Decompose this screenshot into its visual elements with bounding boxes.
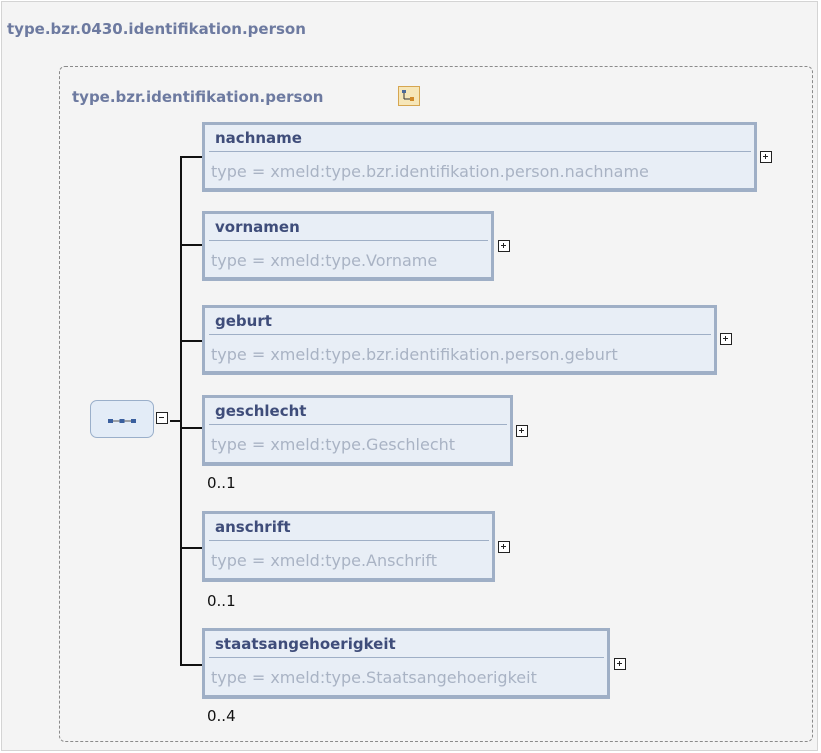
element-divider bbox=[209, 334, 711, 335]
element-nachname[interactable]: nachname type = xmeld:type.bzr.identifik… bbox=[202, 122, 757, 192]
complex-type-title: type.bzr.identifikation.person bbox=[72, 88, 324, 106]
expand-vornamen-icon[interactable] bbox=[498, 240, 510, 252]
outer-type-title: type.bzr.0430.identifikation.person bbox=[7, 20, 306, 38]
expand-nachname-icon[interactable] bbox=[760, 151, 772, 163]
complex-type-icon bbox=[398, 86, 420, 106]
element-divider bbox=[209, 151, 751, 152]
sequence-compositor[interactable] bbox=[90, 400, 154, 438]
element-name: vornamen bbox=[215, 218, 300, 236]
element-divider bbox=[209, 657, 604, 658]
element-geschlecht[interactable]: geschlecht type = xmeld:type.Geschlecht bbox=[202, 395, 513, 466]
connector-branch bbox=[180, 664, 202, 666]
element-type: type = xmeld:type.Geschlecht bbox=[211, 435, 456, 454]
element-name: geschlecht bbox=[215, 402, 307, 420]
element-type: type = xmeld:type.Anschrift bbox=[211, 551, 438, 570]
element-type: type = xmeld:type.bzr.identifikation.per… bbox=[211, 162, 649, 181]
connector-branch bbox=[180, 244, 202, 246]
expand-anschrift-icon[interactable] bbox=[498, 541, 510, 553]
connector-trunk bbox=[180, 156, 182, 664]
connector-branch bbox=[180, 427, 202, 429]
cardinality-label: 0..1 bbox=[207, 474, 236, 492]
element-type: type = xmeld:type.Staatsangehoerigkeit bbox=[211, 668, 537, 687]
element-divider bbox=[209, 540, 489, 541]
element-geburt[interactable]: geburt type = xmeld:type.bzr.identifikat… bbox=[202, 305, 717, 375]
expand-staatsangehoerigkeit-icon[interactable] bbox=[614, 658, 626, 670]
cardinality-label: 0..1 bbox=[207, 592, 236, 610]
element-divider bbox=[209, 240, 488, 241]
element-divider bbox=[209, 424, 507, 425]
element-staatsangehoerigkeit[interactable]: staatsangehoerigkeit type = xmeld:type.S… bbox=[202, 628, 610, 699]
connector-branch bbox=[180, 156, 202, 158]
sequence-compositor-icon bbox=[108, 419, 136, 423]
expand-geburt-icon[interactable] bbox=[720, 333, 732, 345]
connector-branch bbox=[180, 340, 202, 342]
collapse-sequence-icon[interactable] bbox=[156, 412, 168, 424]
connector-branch bbox=[180, 547, 202, 549]
cardinality-label: 0..4 bbox=[207, 707, 236, 725]
element-anschrift[interactable]: anschrift type = xmeld:type.Anschrift bbox=[202, 511, 495, 582]
element-vornamen[interactable]: vornamen type = xmeld:type.Vorname bbox=[202, 211, 494, 281]
element-name: staatsangehoerigkeit bbox=[215, 635, 396, 653]
element-name: anschrift bbox=[215, 518, 291, 536]
connector-stub bbox=[170, 420, 181, 422]
element-name: nachname bbox=[215, 129, 302, 147]
complex-type-group bbox=[59, 66, 813, 742]
element-type: type = xmeld:type.bzr.identifikation.per… bbox=[211, 345, 618, 364]
element-type: type = xmeld:type.Vorname bbox=[211, 251, 438, 270]
element-name: geburt bbox=[215, 312, 272, 330]
expand-geschlecht-icon[interactable] bbox=[516, 425, 528, 437]
